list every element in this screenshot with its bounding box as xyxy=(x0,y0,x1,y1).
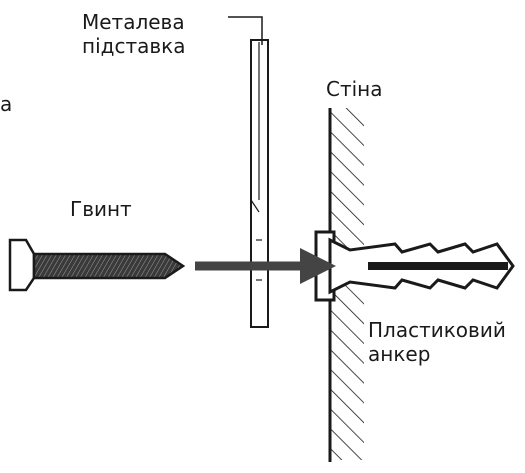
metal-bracket xyxy=(228,16,269,328)
bracket-label-line-1: Металева xyxy=(82,10,185,34)
screw-label: Гвинт xyxy=(70,197,132,221)
wall-label: Стіна xyxy=(326,77,383,101)
anchor-label: Пластиковий анкер xyxy=(368,318,506,366)
screw xyxy=(8,238,186,292)
bracket-label-line-2: підставка xyxy=(82,34,186,58)
insertion-arrow xyxy=(195,248,336,284)
anchor-label-line-1: Пластиковий xyxy=(368,318,506,342)
anchor-label-line-2: анкер xyxy=(368,342,431,366)
cut-off-letter: a xyxy=(0,92,13,116)
bracket-label: Металева підставка xyxy=(82,10,186,58)
